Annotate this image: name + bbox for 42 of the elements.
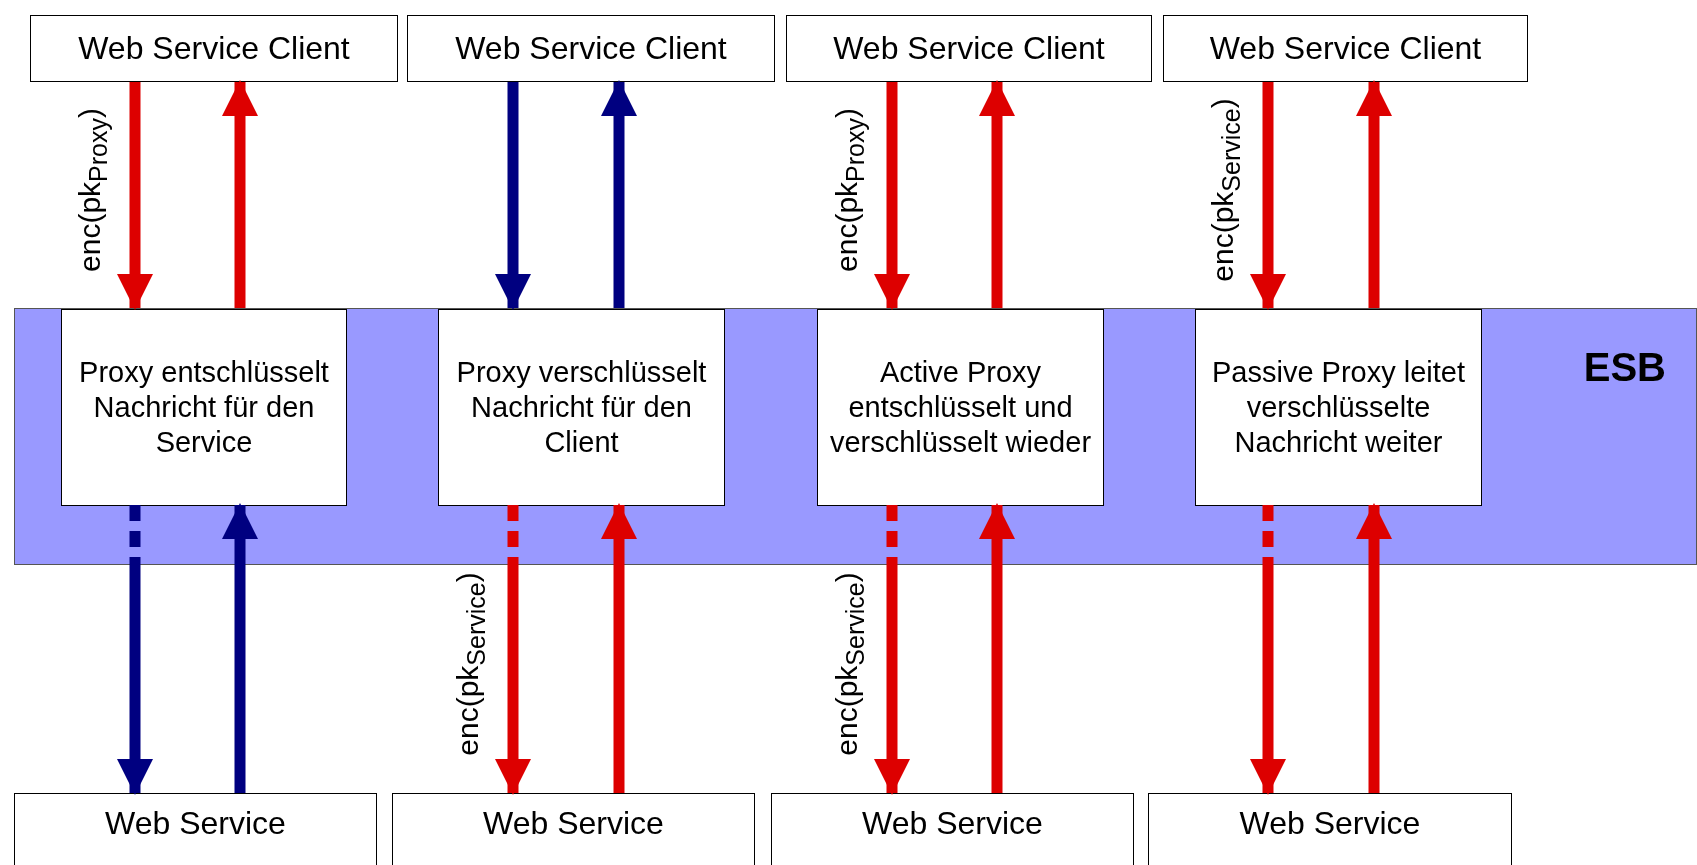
- band-label: ESB: [1583, 345, 1666, 390]
- service-box: [392, 793, 755, 865]
- box-text: Web Service Client: [833, 29, 1105, 68]
- box-text: Web Service: [105, 804, 286, 843]
- box-text: Passive Proxy leitet verschlüsselte Nachricht weiter: [1210, 355, 1466, 460]
- arrow: [222, 503, 258, 793]
- arrow: [979, 80, 1015, 308]
- box-text: Web Service: [483, 804, 664, 843]
- proxy-box: [438, 309, 725, 506]
- arrow: [117, 505, 153, 795]
- service-box: [771, 793, 1134, 865]
- arrow: [874, 82, 910, 310]
- arrow: [1356, 80, 1392, 308]
- arrow: [1356, 503, 1392, 793]
- arrow: [874, 505, 910, 795]
- box-text: Web Service Client: [1209, 29, 1482, 68]
- box-text: Web Service Client: [455, 29, 727, 68]
- arrow: [601, 80, 637, 308]
- client-box: [30, 15, 398, 82]
- proxy-box: [1195, 309, 1482, 506]
- box-text: Proxy entschlüsselt Nachricht für den Service: [78, 355, 330, 460]
- client-box: [407, 15, 775, 82]
- client-box: [1163, 15, 1528, 82]
- client-box: [786, 15, 1152, 82]
- service-box: [1148, 793, 1512, 865]
- arrow: [1250, 505, 1286, 795]
- proxy-box: [817, 309, 1104, 506]
- box-text: Proxy verschlüsselt Nachricht für den Client: [455, 355, 708, 460]
- box-text: Web Service Client: [78, 29, 350, 68]
- proxy-box: [61, 309, 347, 506]
- arrow: [495, 505, 531, 795]
- service-box: [14, 793, 377, 865]
- arrow: [1250, 82, 1286, 310]
- arrow: [117, 82, 153, 310]
- box-text: Active Proxy entschlüsselt und verschlüsselt wieder: [828, 355, 1093, 460]
- esb-band: [14, 308, 1697, 565]
- arrow: [601, 503, 637, 793]
- arrow: [222, 80, 258, 308]
- arrow: [979, 503, 1015, 793]
- arrow: [495, 82, 531, 310]
- box-text: Web Service: [1239, 804, 1421, 843]
- box-text: Web Service: [862, 804, 1043, 843]
